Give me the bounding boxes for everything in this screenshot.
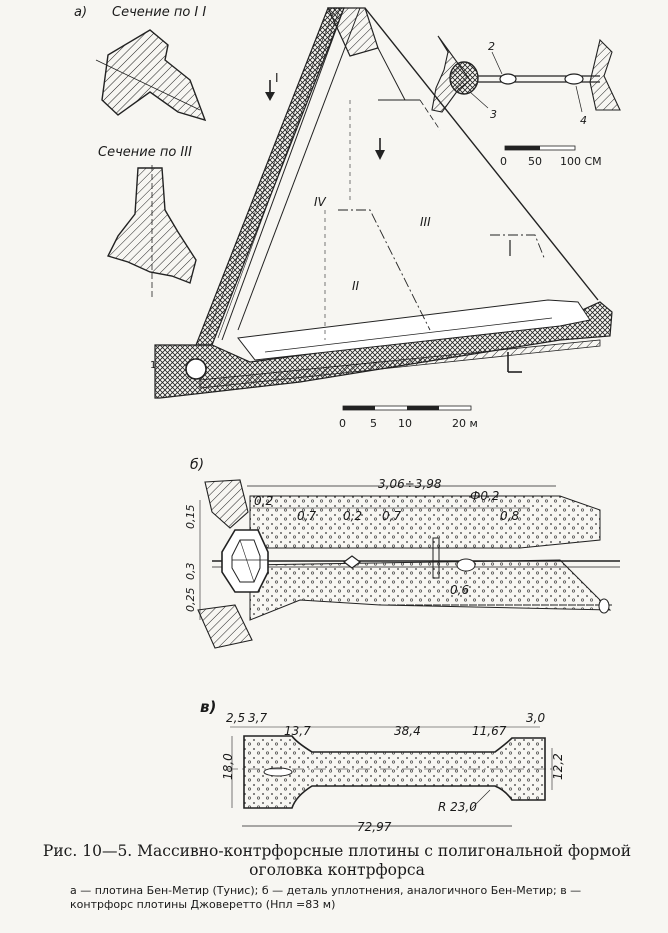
svg-text:20 м: 20 м xyxy=(452,417,478,430)
svg-text:0,7: 0,7 xyxy=(382,509,401,523)
svg-text:11,67: 11,67 xyxy=(472,724,507,738)
seal-callout-1: 1 xyxy=(150,360,156,371)
section-3-title: Сечение по III xyxy=(98,145,192,160)
svg-text:I: I xyxy=(275,71,279,85)
svg-text:2: 2 xyxy=(488,40,495,53)
lower-concrete xyxy=(249,559,612,621)
panel-v: в) 2,5 3,7 13,7 38,4 11,67 3,0 18,0 12,2… xyxy=(200,698,565,834)
svg-text:0,7: 0,7 xyxy=(297,509,316,523)
section-marker-1: I xyxy=(265,71,385,160)
svg-text:Ф0,2: Ф0,2 xyxy=(470,489,499,503)
svg-text:0: 0 xyxy=(339,417,346,430)
svg-text:4: 4 xyxy=(580,114,587,127)
zone-II-label: II xyxy=(352,279,360,293)
section-1-title: Сечение по I I xyxy=(112,5,206,20)
svg-text:0,8: 0,8 xyxy=(500,509,519,523)
svg-text:0,15: 0,15 xyxy=(184,505,197,530)
svg-text:0,6: 0,6 xyxy=(450,583,469,597)
technical-drawing: а) Сечение по I I Сечение по III xyxy=(74,5,621,834)
seal-octagon xyxy=(221,529,269,593)
svg-text:10: 10 xyxy=(398,417,412,430)
svg-text:0,2: 0,2 xyxy=(343,509,362,523)
svg-text:3,7: 3,7 xyxy=(248,711,267,725)
radius-label: R 23,0 xyxy=(438,800,477,814)
section-3-shape xyxy=(107,167,197,284)
section-1-shape xyxy=(101,29,207,122)
svg-text:12,2: 12,2 xyxy=(551,753,565,780)
panel-a: а) Сечение по I I Сечение по III xyxy=(74,5,621,430)
panel-v-letter: в) xyxy=(200,698,216,716)
panel-a-letter: а) xyxy=(74,5,87,20)
svg-text:38,4: 38,4 xyxy=(394,724,421,738)
panel-b-letter: б) xyxy=(190,457,204,473)
svg-text:0,2: 0,2 xyxy=(254,494,273,508)
svg-text:18,0: 18,0 xyxy=(221,753,235,780)
svg-text:5: 5 xyxy=(370,417,377,430)
figure-legend: а — плотина Бен-Метир (Тунис); б — детал… xyxy=(70,884,582,911)
dam-plan xyxy=(154,7,613,399)
section-1-axis xyxy=(95,59,201,111)
panel-b-dims: 0,2 0,7 0,2 0,7 Ф0,2 0,8 0,6 0,15 0,3 0,… xyxy=(184,489,530,620)
seal-detail: 2 3 4 xyxy=(431,35,621,127)
dim-total: 3,06÷3,98 xyxy=(378,477,442,491)
figure-caption: Рис. 10—5. Массивно-контрфорсные плотины… xyxy=(42,842,632,879)
svg-text:0,25: 0,25 xyxy=(184,588,197,613)
panel-b: б) 3,06÷3,98 0,2 0,7 0,2 xyxy=(184,457,620,649)
buttress-section xyxy=(243,735,546,809)
big-scale-bar: 0 5 10 20 м xyxy=(339,405,478,430)
svg-text:0,3: 0,3 xyxy=(184,563,197,581)
zone-IV-label: IV xyxy=(314,195,327,209)
svg-text:50: 50 xyxy=(528,155,542,168)
svg-text:3,0: 3,0 xyxy=(526,711,545,725)
zone-III-label: III xyxy=(420,215,431,229)
svg-text:0: 0 xyxy=(500,155,507,168)
svg-text:2,5: 2,5 xyxy=(226,711,245,725)
total-length: 72,97 xyxy=(357,820,392,834)
svg-text:3: 3 xyxy=(490,108,497,121)
svg-text:100 СМ: 100 СМ xyxy=(560,155,602,168)
section-marker-3 xyxy=(507,240,522,373)
svg-text:13,7: 13,7 xyxy=(284,724,311,738)
small-scale-bar: 0 50 100 СМ xyxy=(500,145,602,168)
